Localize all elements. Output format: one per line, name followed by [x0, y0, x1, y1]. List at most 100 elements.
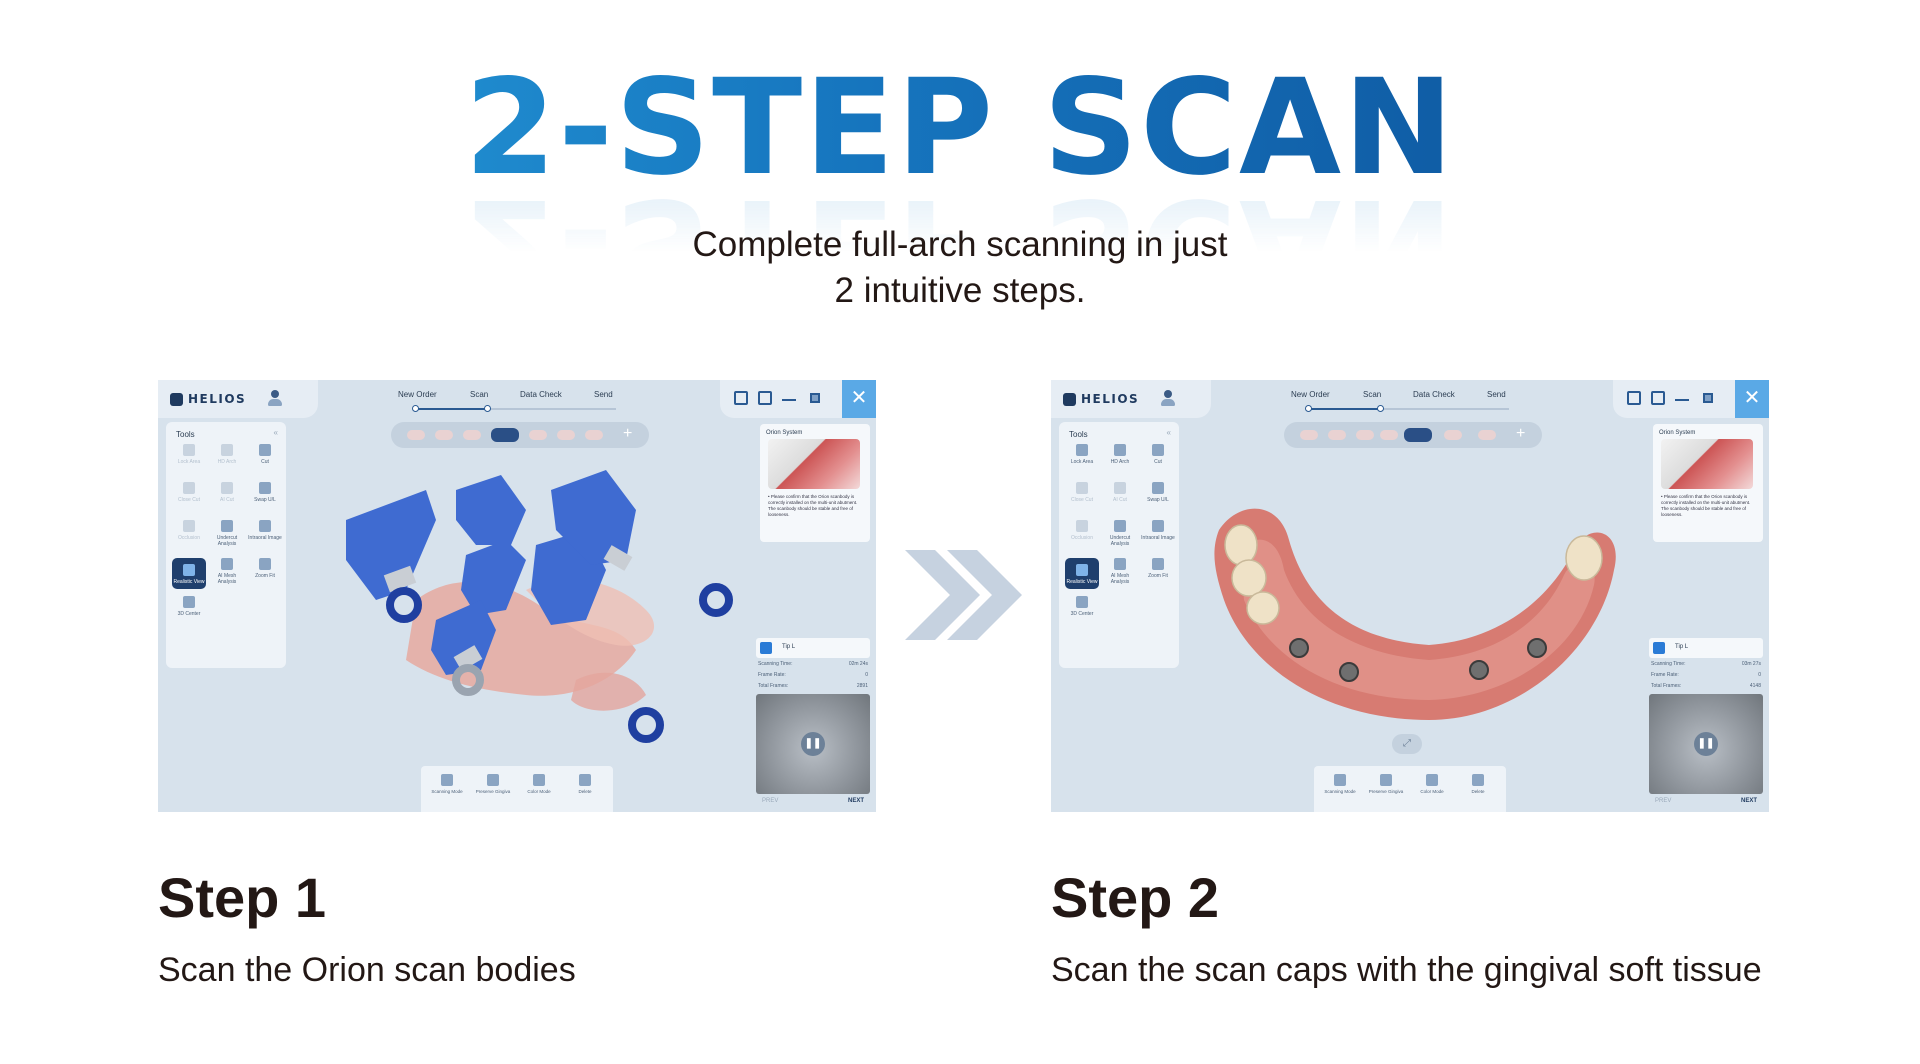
- step-data-check[interactable]: Data Check: [1413, 390, 1455, 399]
- tool-label: Close Cut: [1071, 497, 1093, 503]
- tool-label: Realistic View: [173, 579, 205, 585]
- layout-icon[interactable]: [734, 391, 748, 405]
- scan-tag[interactable]: Tip L: [756, 638, 870, 658]
- 3d-scan-scene[interactable]: [1179, 450, 1649, 780]
- preop-icon[interactable]: [1478, 430, 1496, 440]
- tool-scissors[interactable]: Cut: [248, 444, 282, 465]
- tool-center[interactable]: 3D Center: [172, 596, 206, 617]
- tooth-icon: [221, 444, 233, 456]
- minimize-icon[interactable]: [1675, 399, 1689, 401]
- 3d-scan-scene[interactable]: [286, 450, 756, 780]
- prev-button[interactable]: PREV: [762, 798, 779, 804]
- close-icon[interactable]: ✕: [1735, 380, 1769, 418]
- user-icon[interactable]: [1161, 390, 1175, 406]
- bottom-tool-scanning-mode[interactable]: Scanning Mode: [1320, 774, 1360, 795]
- tool-label: Undercut Analysis: [216, 535, 238, 547]
- scan-tag[interactable]: Tip L: [1649, 638, 1763, 658]
- tool-close-cut[interactable]: Close Cut: [172, 482, 206, 503]
- step-1-description: Scan the Orion scan bodies: [158, 951, 576, 989]
- chevron-right-icon: [905, 550, 1022, 640]
- lower-pre-icon[interactable]: [585, 430, 603, 440]
- lower-pre-icon[interactable]: [1444, 430, 1462, 440]
- mouse-icon[interactable]: [1380, 430, 1398, 440]
- step-scan[interactable]: Scan: [1363, 390, 1382, 399]
- lock-icon: [183, 444, 195, 456]
- scanbody-icon[interactable]: [491, 428, 519, 442]
- upper-jaw-icon[interactable]: [407, 430, 425, 440]
- lower-jaw-icon[interactable]: [435, 430, 453, 440]
- next-button[interactable]: NEXT: [847, 798, 864, 804]
- bottom-tool-color-mode[interactable]: Color Mode: [519, 774, 559, 795]
- add-icon[interactable]: +: [1516, 425, 1526, 442]
- bottom-tool-preserve-gingiva[interactable]: Preserve Gingiva: [1366, 774, 1406, 795]
- hero-subtitle: Complete full-arch scanning in just 2 in…: [0, 222, 1920, 314]
- user-icon[interactable]: [268, 390, 282, 406]
- tool-label: AI Mesh Analysis: [217, 573, 237, 585]
- tool-realistic-view[interactable]: Realistic View: [172, 558, 206, 589]
- tool-undercut[interactable]: Undercut Analysis: [210, 520, 244, 547]
- tool-swap[interactable]: Swap U/L: [248, 482, 282, 503]
- rotate-view-button[interactable]: ⤢: [1392, 734, 1422, 754]
- scancap-icon[interactable]: [1404, 428, 1432, 442]
- close-icon[interactable]: ✕: [842, 380, 876, 418]
- step-scan[interactable]: Scan: [470, 390, 489, 399]
- tool-tooth[interactable]: HD Arch: [1103, 444, 1137, 465]
- add-icon[interactable]: +: [623, 425, 633, 442]
- tool-ai-cut[interactable]: AI Cut: [1103, 482, 1137, 503]
- bottom-tool-preserve-gingiva[interactable]: Preserve Gingiva: [473, 774, 513, 795]
- tool-scissors[interactable]: Cut: [1141, 444, 1175, 465]
- bottom-tool-color-mode[interactable]: Color Mode: [1412, 774, 1452, 795]
- bottom-tool-delete[interactable]: Delete: [565, 774, 605, 795]
- tool-zoom-fit[interactable]: Zoom Fit: [248, 558, 282, 579]
- tool-undercut[interactable]: Undercut Analysis: [1103, 520, 1137, 547]
- grid-icon[interactable]: [1651, 391, 1665, 405]
- scan-screenshot-step-1: HELIOS New Order Scan Data Check Send ✕: [158, 380, 876, 812]
- logo-mark-icon: [170, 392, 183, 406]
- grid-icon[interactable]: [758, 391, 772, 405]
- step-new-order[interactable]: New Order: [1291, 390, 1330, 399]
- tool-swap[interactable]: Swap U/L: [1141, 482, 1175, 503]
- minimize-icon[interactable]: [782, 399, 796, 401]
- tool-lock[interactable]: Lock Area: [172, 444, 206, 465]
- tool-close-cut[interactable]: Close Cut: [1065, 482, 1099, 503]
- collapse-icon[interactable]: «: [1166, 428, 1171, 437]
- tool-intraoral-image[interactable]: Intraoral Image: [1141, 520, 1175, 541]
- tool-ai-cut[interactable]: AI Cut: [210, 482, 244, 503]
- upper-pre-icon[interactable]: [529, 430, 547, 440]
- pause-icon[interactable]: ❚❚: [1694, 732, 1718, 756]
- pause-icon[interactable]: ❚❚: [801, 732, 825, 756]
- bite-icon[interactable]: [1356, 430, 1374, 440]
- color-mode-icon: [1426, 774, 1438, 786]
- tool-zoom-fit[interactable]: Zoom Fit: [1141, 558, 1175, 579]
- tool-realistic-view[interactable]: Realistic View: [1065, 558, 1099, 589]
- tooth-icon: [1114, 444, 1126, 456]
- tool-lock[interactable]: Lock Area: [1065, 444, 1099, 465]
- step-send[interactable]: Send: [594, 390, 613, 399]
- tool-occlusion[interactable]: Occlusion: [1065, 520, 1099, 541]
- bottom-tool-delete[interactable]: Delete: [1458, 774, 1498, 795]
- tool-mesh-analysis[interactable]: AI Mesh Analysis: [1103, 558, 1137, 585]
- step-data-check[interactable]: Data Check: [520, 390, 562, 399]
- next-button[interactable]: NEXT: [1740, 798, 1757, 804]
- layout-icon[interactable]: [1627, 391, 1641, 405]
- collapse-icon[interactable]: «: [273, 428, 278, 437]
- tool-center[interactable]: 3D Center: [1065, 596, 1099, 617]
- tool-tooth[interactable]: HD Arch: [210, 444, 244, 465]
- step-dot: [1305, 405, 1312, 412]
- upper-jaw-icon[interactable]: [1300, 430, 1318, 440]
- maximize-icon[interactable]: [810, 393, 820, 403]
- mouse-icon[interactable]: [557, 430, 575, 440]
- hero-subtitle-line-1: Complete full-arch scanning in just: [692, 225, 1228, 264]
- bottom-tool-scanning-mode[interactable]: Scanning Mode: [427, 774, 467, 795]
- bottom-tool-label: Preserve Gingiva: [1368, 789, 1404, 794]
- tool-mesh-analysis[interactable]: AI Mesh Analysis: [210, 558, 244, 585]
- nav-row: PREV NEXT: [1649, 796, 1763, 808]
- prev-button[interactable]: PREV: [1655, 798, 1672, 804]
- tool-intraoral-image[interactable]: Intraoral Image: [248, 520, 282, 541]
- bite-icon[interactable]: [463, 430, 481, 440]
- step-new-order[interactable]: New Order: [398, 390, 437, 399]
- lower-jaw-icon[interactable]: [1328, 430, 1346, 440]
- maximize-icon[interactable]: [1703, 393, 1713, 403]
- step-send[interactable]: Send: [1487, 390, 1506, 399]
- tool-occlusion[interactable]: Occlusion: [172, 520, 206, 541]
